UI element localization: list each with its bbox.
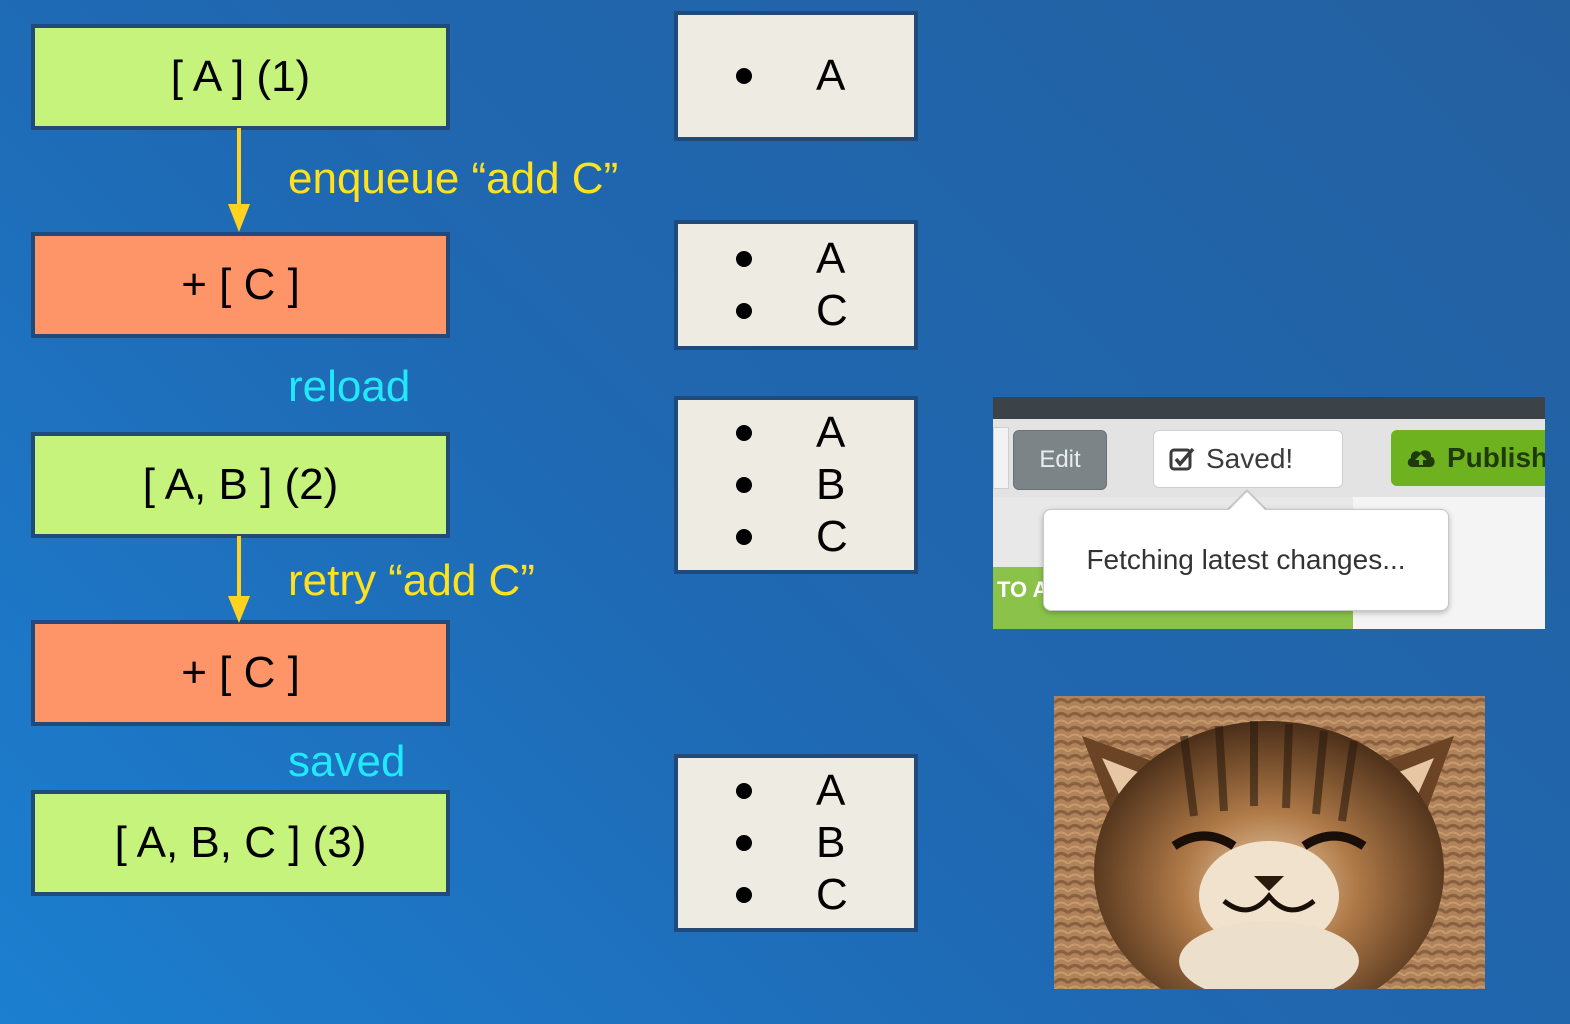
- saved-label-text: Saved!: [1206, 443, 1294, 474]
- edit-button[interactable]: Edit: [1013, 430, 1107, 490]
- list-item: C: [678, 511, 914, 563]
- smiling-kitten-image: [1054, 696, 1485, 989]
- state-text: [ A, B ] (2): [142, 460, 339, 509]
- list-box-4: A B C: [674, 754, 918, 932]
- bullet-icon: [736, 887, 752, 903]
- publish-label-text: Publish: [1447, 442, 1545, 473]
- state-box-ab2: [ A, B ] (2): [31, 432, 450, 538]
- enqueue-arrow: [228, 128, 250, 232]
- retry-label: retry “add C”: [288, 556, 535, 605]
- list-box-3: A B C: [674, 396, 918, 574]
- state-text: + [ C ]: [181, 260, 300, 309]
- state-text: [ A ] (1): [170, 52, 311, 101]
- cloud-upload-icon: [1407, 450, 1435, 467]
- list-item: C: [678, 869, 914, 921]
- screenshot-top-bar: [993, 397, 1545, 419]
- bullet-icon: [736, 783, 752, 799]
- publish-button[interactable]: Publish: [1391, 430, 1545, 486]
- list-item: A: [678, 50, 914, 102]
- state-box-a1: [ A ] (1): [31, 24, 450, 130]
- state-box-abc3: [ A, B, C ] (3): [31, 790, 450, 896]
- screenshot-left-control: [993, 427, 1009, 489]
- saved-label: saved: [288, 737, 406, 786]
- state-text: + [ C ]: [181, 648, 300, 697]
- bullet-icon: [736, 425, 752, 441]
- bullet-icon: [736, 477, 752, 493]
- list-item: A: [678, 765, 914, 817]
- list-box-1: A: [674, 11, 918, 141]
- fetching-popover: Fetching latest changes...: [1043, 509, 1449, 611]
- list-item: B: [678, 817, 914, 869]
- bullet-icon: [736, 251, 752, 267]
- list-item: A: [678, 233, 914, 285]
- reload-label: reload: [288, 362, 411, 411]
- list-item: B: [678, 459, 914, 511]
- state-text: [ A, B, C ] (3): [114, 818, 367, 867]
- list-item: C: [678, 285, 914, 337]
- bullet-icon: [736, 303, 752, 319]
- list-item: A: [678, 407, 914, 459]
- bullet-icon: [736, 529, 752, 545]
- retry-arrow: [228, 536, 250, 623]
- bullet-icon: [736, 835, 752, 851]
- saved-button[interactable]: Saved!: [1153, 430, 1343, 488]
- popover-text: Fetching latest changes...: [1086, 544, 1406, 575]
- editor-screenshot: Edit Saved! Publish TO A Fetching latest…: [993, 397, 1545, 629]
- bullet-icon: [736, 68, 752, 84]
- list-box-2: A C: [674, 220, 918, 350]
- checkbox-check-icon: [1169, 447, 1195, 471]
- pending-box-add-c-2: + [ C ]: [31, 620, 450, 726]
- popover-arrow-fill: [1229, 492, 1265, 510]
- screenshot-partial-text: TO A: [997, 577, 1049, 602]
- pending-box-add-c-1: + [ C ]: [31, 232, 450, 338]
- enqueue-label: enqueue “add C”: [288, 154, 619, 203]
